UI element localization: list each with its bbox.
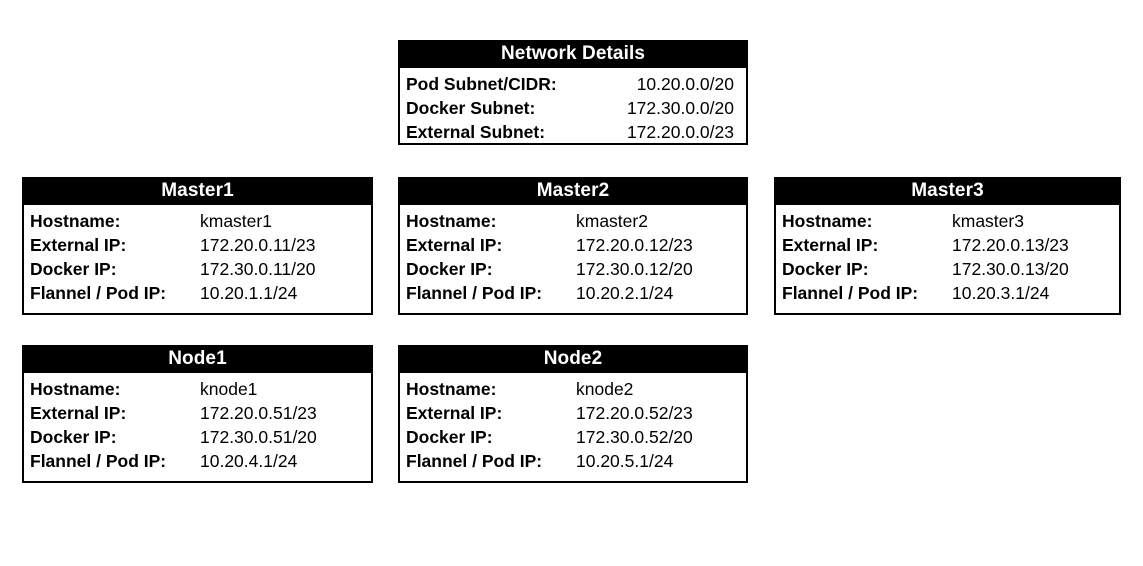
row-label: External IP: (30, 235, 127, 255)
row-value: 172.30.0.11/20 (200, 259, 316, 279)
table-row: Docker IP: 172.30.0.51/20 (30, 427, 363, 451)
node2-title: Node2 (398, 345, 748, 373)
row-value: 10.20.3.1/24 (952, 283, 1050, 303)
row-label: Hostname: (30, 379, 121, 399)
row-value: 172.30.0.13/20 (952, 259, 1069, 279)
row-value: knode2 (576, 379, 634, 399)
row-label: Flannel / Pod IP: (30, 451, 167, 471)
row-label: External IP: (406, 403, 503, 423)
table-row: External IP: 172.20.0.52/23 (406, 403, 738, 427)
row-label: External Subnet: (406, 122, 546, 142)
row-label: Docker IP: (30, 259, 117, 279)
row-label: Docker IP: (30, 427, 117, 447)
node1-card: Node1 Hostname: knode1 External IP: 172.… (22, 345, 373, 483)
row-label: External IP: (406, 235, 503, 255)
master1-body: Hostname: kmaster1 External IP: 172.20.0… (22, 205, 373, 315)
table-row: Pod Subnet/CIDR: 10.20.0.0/20 (406, 74, 738, 98)
master2-body: Hostname: kmaster2 External IP: 172.20.0… (398, 205, 748, 315)
master1-card: Master1 Hostname: kmaster1 External IP: … (22, 177, 373, 315)
table-row: External IP: 172.20.0.13/23 (782, 235, 1111, 259)
node2-body: Hostname: knode2 External IP: 172.20.0.5… (398, 373, 748, 483)
table-row: Docker IP: 172.30.0.52/20 (406, 427, 738, 451)
master1-title: Master1 (22, 177, 373, 205)
row-label: Docker Subnet: (406, 98, 536, 118)
row-label: Flannel / Pod IP: (406, 451, 543, 471)
network-details-body: Pod Subnet/CIDR: 10.20.0.0/20 Docker Sub… (398, 68, 748, 145)
network-details-title: Network Details (398, 40, 748, 68)
master3-card: Master3 Hostname: kmaster3 External IP: … (774, 177, 1121, 315)
row-label: Docker IP: (406, 427, 493, 447)
network-details-card: Network Details Pod Subnet/CIDR: 10.20.0… (398, 40, 748, 145)
row-value: 172.30.0.52/20 (576, 427, 693, 447)
table-row: Docker IP: 172.30.0.11/20 (30, 259, 363, 283)
row-label: Docker IP: (782, 259, 869, 279)
row-label: Hostname: (30, 211, 121, 231)
table-row: Hostname: kmaster3 (782, 211, 1111, 235)
table-row: Docker IP: 172.30.0.13/20 (782, 259, 1111, 283)
row-label: Pod Subnet/CIDR: (406, 74, 557, 94)
node1-title: Node1 (22, 345, 373, 373)
table-row: Flannel / Pod IP: 10.20.2.1/24 (406, 283, 738, 307)
table-row: Hostname: kmaster2 (406, 211, 738, 235)
master2-card: Master2 Hostname: kmaster2 External IP: … (398, 177, 748, 315)
row-value: 10.20.5.1/24 (576, 451, 674, 471)
node1-body: Hostname: knode1 External IP: 172.20.0.5… (22, 373, 373, 483)
row-label: Hostname: (406, 379, 497, 399)
row-value: 172.20.0.12/23 (576, 235, 693, 255)
row-value: 172.30.0.51/20 (200, 427, 317, 447)
table-row: Docker Subnet: 172.30.0.0/20 (406, 98, 738, 122)
table-row: Hostname: knode2 (406, 379, 738, 403)
table-row: External Subnet: 172.20.0.0/23 (406, 122, 738, 146)
table-row: Flannel / Pod IP: 10.20.3.1/24 (782, 283, 1111, 307)
table-row: Flannel / Pod IP: 10.20.4.1/24 (30, 451, 363, 475)
row-value: 10.20.0.0/20 (636, 74, 734, 94)
table-row: Flannel / Pod IP: 10.20.5.1/24 (406, 451, 738, 475)
table-row: Hostname: knode1 (30, 379, 363, 403)
row-label: External IP: (30, 403, 127, 423)
master3-body: Hostname: kmaster3 External IP: 172.20.0… (774, 205, 1121, 315)
row-value: 172.20.0.52/23 (576, 403, 693, 423)
row-value: 172.30.0.12/20 (576, 259, 693, 279)
table-row: External IP: 172.20.0.12/23 (406, 235, 738, 259)
row-value: 10.20.4.1/24 (200, 451, 298, 471)
row-value: kmaster1 (200, 211, 272, 231)
row-value: 172.20.0.13/23 (952, 235, 1069, 255)
row-value: 172.30.0.0/20 (626, 98, 734, 118)
table-row: External IP: 172.20.0.51/23 (30, 403, 363, 427)
node2-card: Node2 Hostname: knode2 External IP: 172.… (398, 345, 748, 483)
row-label: Flannel / Pod IP: (782, 283, 919, 303)
row-label: External IP: (782, 235, 879, 255)
row-value: 172.20.0.51/23 (200, 403, 317, 423)
row-label: Flannel / Pod IP: (406, 283, 543, 303)
row-value: 10.20.2.1/24 (576, 283, 674, 303)
table-row: Docker IP: 172.30.0.12/20 (406, 259, 738, 283)
row-value: 172.20.0.11/23 (200, 235, 316, 255)
row-value: knode1 (200, 379, 258, 399)
row-value: kmaster3 (952, 211, 1024, 231)
row-label: Docker IP: (406, 259, 493, 279)
master2-title: Master2 (398, 177, 748, 205)
row-label: Flannel / Pod IP: (30, 283, 167, 303)
row-label: Hostname: (782, 211, 873, 231)
row-value: 10.20.1.1/24 (200, 283, 298, 303)
row-value: 172.20.0.0/23 (626, 122, 734, 142)
table-row: External IP: 172.20.0.11/23 (30, 235, 363, 259)
table-row: Flannel / Pod IP: 10.20.1.1/24 (30, 283, 363, 307)
row-value: kmaster2 (576, 211, 648, 231)
table-row: Hostname: kmaster1 (30, 211, 363, 235)
master3-title: Master3 (774, 177, 1121, 205)
row-label: Hostname: (406, 211, 497, 231)
